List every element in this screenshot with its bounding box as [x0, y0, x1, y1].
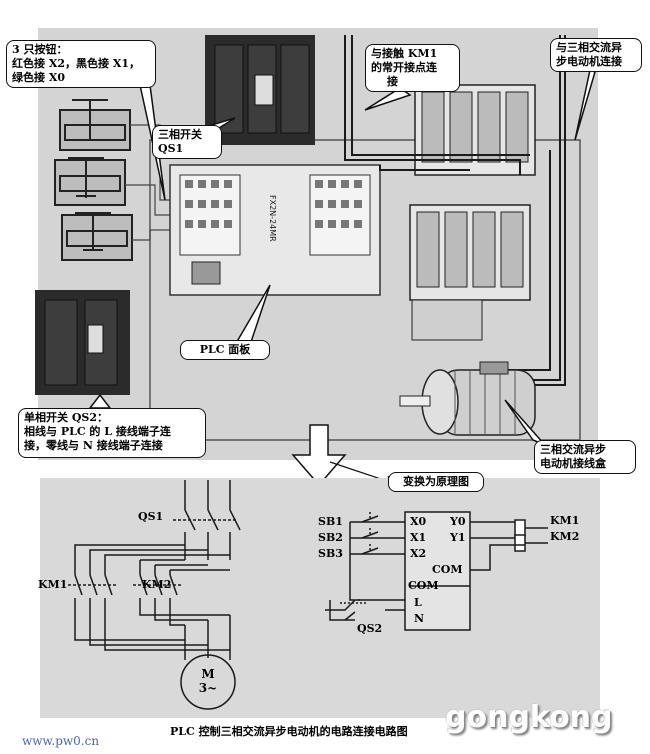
label-km1: KM1 — [38, 578, 68, 591]
label-com-input: COM — [408, 579, 439, 592]
callout-qs1-line2: QS1 — [158, 142, 184, 155]
push-button-black — [54, 157, 126, 206]
callout-km1-line3: 接 — [387, 75, 398, 88]
push-buttons — [54, 99, 133, 261]
plc-model-text: FX2N-24MR — [268, 195, 277, 242]
push-button-red — [61, 212, 133, 261]
qs2-device — [35, 290, 130, 395]
callout-convert-text: 变换为原理图 — [403, 475, 469, 488]
label-sb1: SB1 — [318, 515, 343, 528]
callout-plc-text: PLC 面板 — [199, 343, 251, 356]
callout-qs2-line3: 接，零线与 N 接线端子连接 — [24, 439, 163, 452]
label-x1: X1 — [410, 531, 427, 544]
contactor-km1 — [414, 84, 536, 176]
motor-symbol — [180, 654, 236, 710]
label-qs2: QS2 — [357, 622, 383, 635]
motor-label-phase: 3~ — [198, 681, 218, 695]
label-l: L — [414, 596, 422, 609]
enclosure-outline — [149, 139, 581, 441]
callout-junction-line1: 三相交流异步 — [540, 443, 606, 456]
callout-motor-connect: 与三相交流异 步电动机连接 — [550, 38, 642, 72]
callout-motor-line1: 与三相交流异 — [556, 41, 622, 54]
figure-caption: PLC 控制三相交流异步电动机的电路连接电路图 — [170, 725, 408, 738]
control-circuit — [325, 511, 548, 631]
label-km2: KM2 — [142, 578, 172, 591]
motor-label-m: M — [201, 667, 215, 681]
contactor-km2 — [409, 204, 531, 341]
label-com-output: COM — [432, 563, 463, 576]
schematic-panel — [40, 478, 600, 718]
callout-qs1-line1: 三相开关 — [158, 128, 202, 141]
label-coil-km2: KM2 — [550, 530, 580, 543]
callout-convert: 变换为原理图 — [388, 472, 484, 492]
callout-plc-panel: PLC 面板 — [180, 340, 270, 360]
label-n: N — [414, 612, 425, 625]
callout-km1-line1: 与接触 KM1 — [371, 47, 438, 60]
callout-km1-line2: 的常开接点连 — [371, 61, 437, 74]
label-sb2: SB2 — [318, 531, 343, 544]
main-circuit — [68, 480, 241, 660]
label-y0: Y0 — [450, 515, 466, 528]
plc-terminals — [185, 180, 362, 228]
source-url: www.pw0.cn — [22, 734, 100, 748]
watermark-logo: gongkong — [445, 700, 613, 735]
motor-photo — [399, 361, 536, 436]
push-button-green — [59, 99, 131, 151]
label-x0: X0 — [410, 515, 427, 528]
callout-km1-contact: 与接触 KM1 的常开接点连 接 — [365, 44, 460, 92]
callout-qs2: 单相开关 QS2： 相线与 PLC 的 L 接线端子连 接，零线与 N 接线端子… — [18, 408, 206, 458]
qs1-device — [205, 35, 315, 145]
callout-buttons-line3: 绿色接 X0 — [12, 71, 66, 84]
label-qs1: QS1 — [138, 510, 164, 523]
callout-qs1: 三相开关 QS1 — [152, 125, 222, 159]
label-sb3: SB3 — [318, 547, 343, 560]
callout-qs2-line2: 相线与 PLC 的 L 接线端子连 — [24, 425, 171, 438]
callout-buttons-line1: 3 只按钮： — [12, 43, 68, 56]
callout-junction-box: 三相交流异步 电动机接线盒 — [534, 440, 636, 474]
callout-buttons-line2: 红色接 X2，黑色接 X1， — [12, 57, 141, 70]
callout-junction-line2: 电动机接线盒 — [540, 457, 606, 470]
label-coil-km1: KM1 — [550, 514, 580, 527]
callout-buttons: 3 只按钮： 红色接 X2，黑色接 X1， 绿色接 X0 — [6, 40, 156, 88]
label-x2: X2 — [410, 547, 427, 560]
motor-label: M 3~ — [198, 667, 218, 695]
label-y1: Y1 — [450, 531, 466, 544]
callout-motor-line2: 步电动机连接 — [556, 55, 622, 68]
callout-qs2-line1: 单相开关 QS2： — [24, 411, 109, 424]
